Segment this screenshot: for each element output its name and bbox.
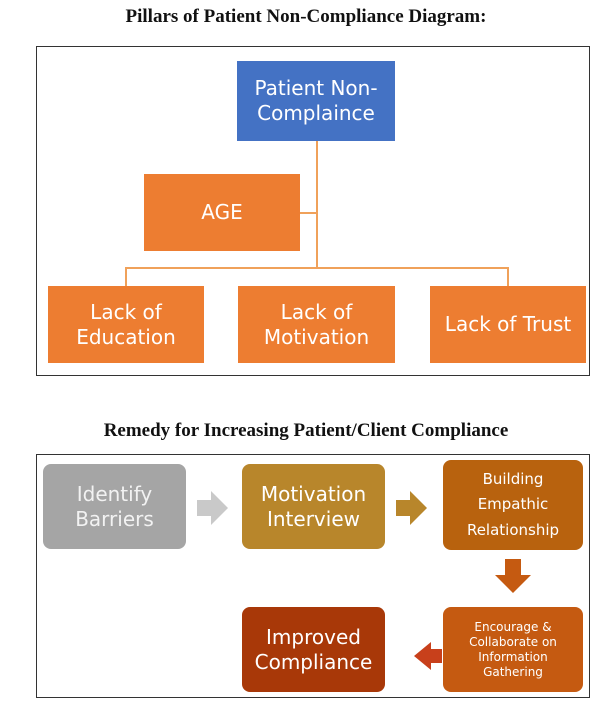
step-identify-barriers: Identify Barriers bbox=[43, 464, 186, 549]
leaf-node-education: Lack of Education bbox=[48, 286, 204, 363]
diagram1-title: Pillars of Patient Non-Compliance Diagra… bbox=[125, 6, 487, 27]
arrow-down bbox=[495, 559, 531, 593]
root-node-label: Patient Non- Complaince bbox=[254, 76, 378, 125]
step-encourage-collaborate: Encourage & Collaborate on Information G… bbox=[443, 607, 583, 692]
arrow-right-1 bbox=[197, 491, 228, 525]
step-label: Building Empathic Relationship bbox=[466, 469, 560, 539]
step-motivation-interview: Motivation Interview bbox=[242, 464, 385, 549]
leaf-node-trust: Lack of Trust bbox=[430, 286, 586, 363]
leaf-node-label: Lack of Trust bbox=[444, 312, 572, 336]
connector-age bbox=[300, 212, 317, 214]
connector-root-trunk bbox=[316, 140, 318, 269]
arrow-right-2 bbox=[396, 491, 427, 525]
connector-leaves-bar bbox=[125, 267, 509, 269]
age-node-label: AGE bbox=[201, 200, 243, 224]
step-improved-compliance: Improved Compliance bbox=[242, 607, 385, 692]
arrow-left bbox=[414, 642, 442, 670]
connector-leaf-1 bbox=[125, 267, 127, 287]
step-building-relationship: Building Empathic Relationship bbox=[443, 460, 583, 550]
step-label: Encourage & Collaborate on Information G… bbox=[469, 619, 557, 679]
connector-leaf-3 bbox=[507, 267, 509, 287]
flow-arrows bbox=[197, 491, 531, 670]
step-label: Improved Compliance bbox=[254, 624, 373, 674]
age-node: AGE bbox=[144, 174, 300, 251]
step-label: Motivation Interview bbox=[260, 481, 367, 531]
leaf-node-label: Lack of Motivation bbox=[263, 299, 370, 349]
process-flow-frame: Identify Barriers Motivation Interview B… bbox=[36, 454, 590, 698]
root-node: Patient Non- Complaince bbox=[237, 61, 395, 141]
leaf-node-label: Lack of Education bbox=[76, 299, 176, 349]
step-label: Identify Barriers bbox=[75, 481, 154, 531]
diagram2-title: Remedy for Increasing Patient/Client Com… bbox=[103, 420, 509, 441]
org-chart-frame: Patient Non- Complaince AGE Lack of Educ… bbox=[36, 46, 590, 376]
leaf-node-motivation: Lack of Motivation bbox=[238, 286, 395, 363]
